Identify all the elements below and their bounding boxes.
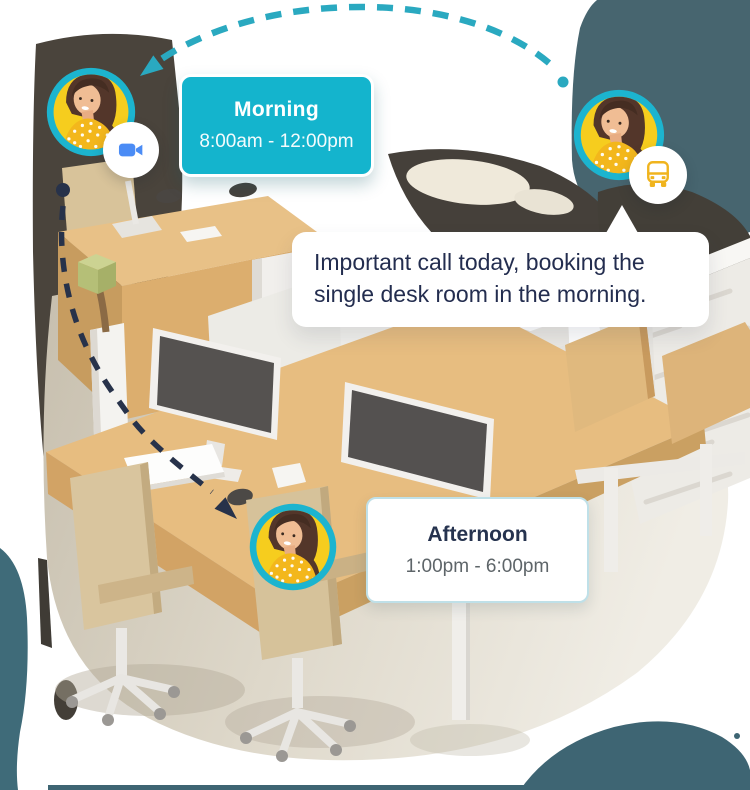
speech-bubble: Important call today, booking the single… [292,205,709,327]
dark-blob-floor [54,680,78,720]
monitor-screen [348,390,487,492]
plant-cube-front [78,262,98,294]
tan-panel [662,322,750,444]
lamp-pole [125,180,139,225]
tan-panel [565,312,655,432]
desk-item [229,182,257,198]
plant-cube-top [78,254,116,270]
desk-leg [452,598,469,720]
tan-panel-edge [638,312,655,399]
small-box [272,463,306,488]
desk-tray [180,226,222,242]
afternoon-time: 1:00pm - 6:00pm [405,555,550,577]
chair-pole [116,628,127,676]
move-arrow-path [58,205,214,495]
slate-bottom-strip [48,785,750,790]
slate-blob-bottom-right [520,721,750,790]
dark-sliver [38,558,52,648]
slate-edge-bottom-left [0,548,28,790]
plant-pot-shade [90,329,101,436]
lamp-base [112,216,162,238]
keyboard-shade [136,472,225,492]
commute-arrow-head [140,55,164,76]
bus-icon [647,161,669,187]
desk-leg [700,444,712,536]
desk-leg [604,468,618,572]
slate-speck [734,733,740,739]
morning-title: Morning [234,98,319,121]
desk-leg-shade [466,598,470,720]
morning-time: 8:00am - 12:00pm [199,131,354,152]
chair-star-base [68,674,178,722]
chair-pole [292,658,303,708]
chair-armrest [310,550,380,583]
desk-top [58,196,332,286]
desk-phone [156,188,182,204]
plant-trunk [96,291,110,333]
afternoon-booking-card: Afternoon 1:00pm - 6:00pm [366,497,589,603]
afternoon-title: Afternoon [427,522,528,546]
cream-blob [406,159,530,205]
commute-badge [629,146,687,204]
morning-booking-card: Morning 8:00am - 12:00pm [179,74,374,177]
chair-armrest [98,566,194,604]
commute-arrow-path [158,3,552,66]
video-call-badge [103,122,159,178]
move-arrow-head [214,497,237,519]
plant [78,254,128,436]
commute-arrow-start-dot [557,76,569,88]
chair-shadow [55,664,245,716]
chair-shadow [225,696,415,748]
speech-bubble-tail [606,205,638,233]
speech-bubble-text: Important call today, booking the single… [314,249,647,307]
arrows [56,3,569,519]
avatar-woman-shared-desk [246,500,340,594]
desk-shadow [410,724,530,756]
video-camera-icon [118,143,143,157]
plant-cube-side [98,262,116,294]
cream-blob-small [514,189,574,215]
chair-star-base [242,708,354,758]
monitor-screen [157,336,274,433]
move-arrow-start-dot [56,183,70,197]
